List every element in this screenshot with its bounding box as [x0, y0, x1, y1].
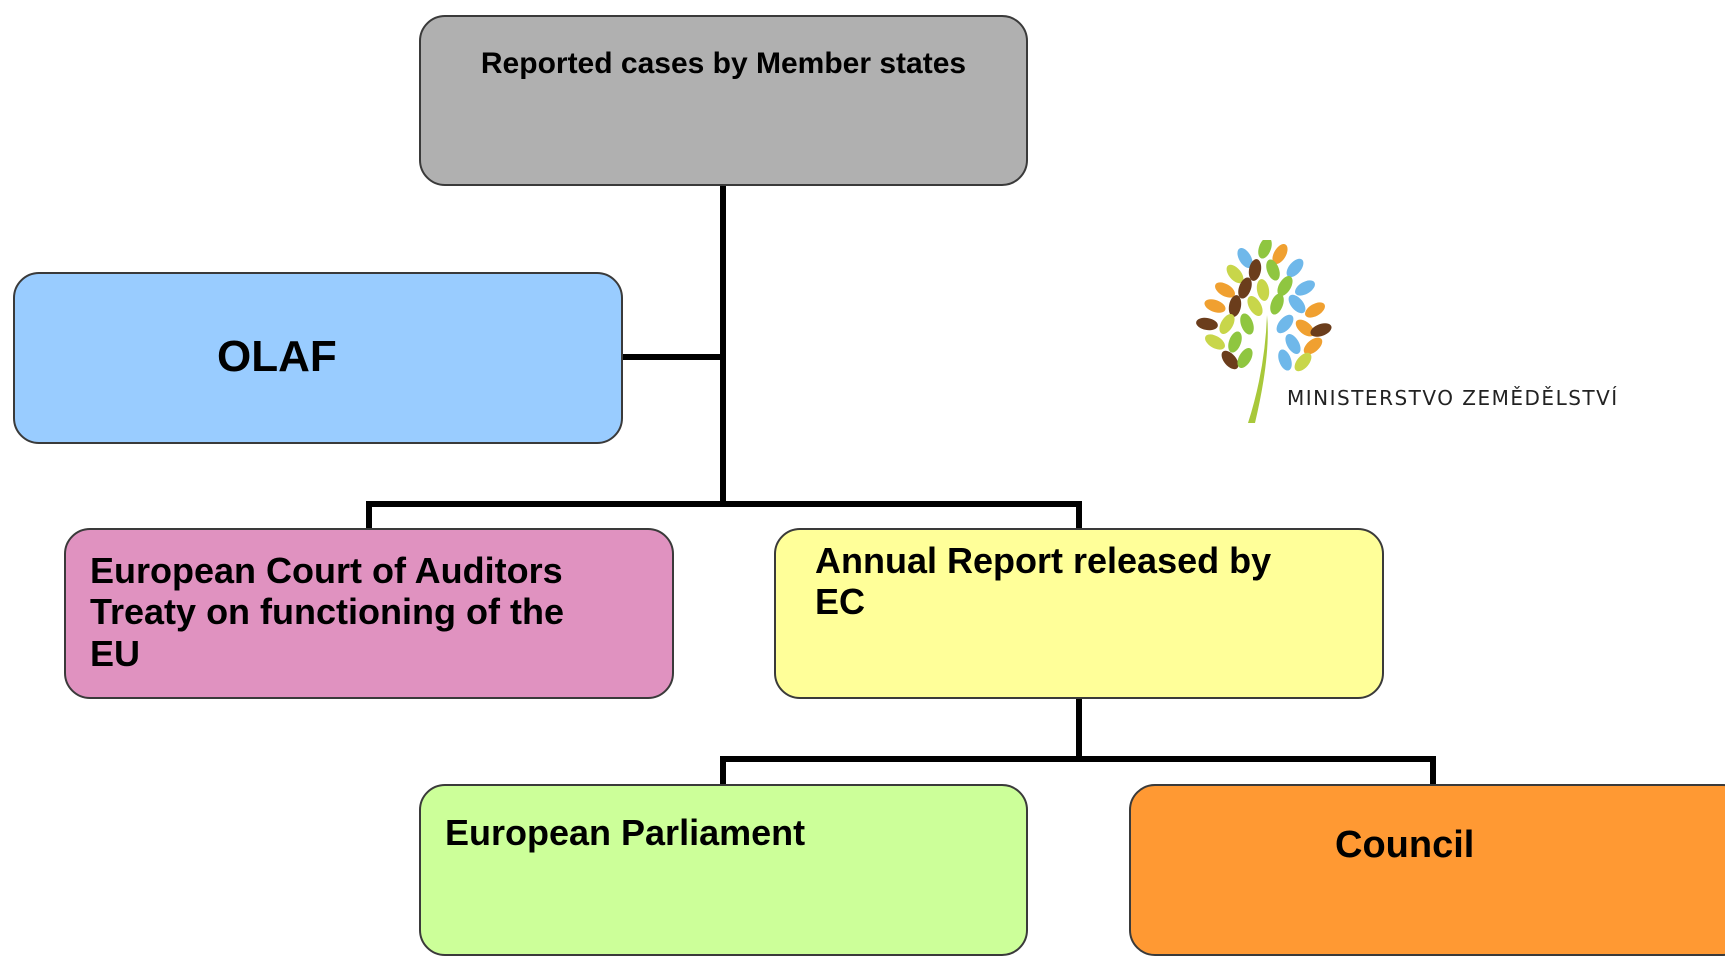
node-reported-cases: Reported cases by Member states: [419, 15, 1028, 186]
logo-leaf: [1237, 248, 1253, 268]
logo-leaf: [1248, 259, 1262, 281]
logo-leaf: [1295, 280, 1315, 296]
logo-leaf: [1238, 277, 1252, 299]
logo-leaf: [1256, 279, 1270, 301]
logo-leaf: [1285, 334, 1301, 354]
node-annual-report: Annual Report released by EC: [774, 528, 1384, 699]
logo-leaf: [1270, 293, 1284, 315]
logo-text: MINISTERSTVO ZEMĚDĚLSTVÍ: [1287, 386, 1619, 410]
ministry-logo-tree-icon: [1196, 240, 1332, 423]
logo-leaf: [1219, 314, 1235, 334]
node-eca-line-2: Treaty on functioning of the: [90, 591, 564, 633]
logo-leaf: [1196, 317, 1218, 331]
logo-leaf: [1288, 294, 1306, 314]
logo-leaf: [1294, 352, 1312, 372]
node-council-label: Council: [1335, 824, 1475, 866]
logo-leaf: [1258, 240, 1272, 259]
logo-leaf: [1240, 313, 1254, 335]
logo-leaf: [1303, 337, 1323, 355]
logo-leaf: [1204, 299, 1226, 313]
logo-leaf: [1277, 276, 1293, 296]
logo-leaf: [1286, 258, 1304, 278]
logo-leaf: [1228, 331, 1242, 353]
node-olaf: OLAF: [13, 272, 623, 444]
logo-leaf: [1228, 295, 1242, 317]
logo-leaf: [1305, 302, 1325, 318]
logo-leaf: [1221, 350, 1239, 370]
node-olaf-label: OLAF: [217, 332, 337, 381]
logo-leaf: [1295, 319, 1315, 337]
logo-leaf: [1226, 264, 1244, 284]
node-european-court-of-auditors: European Court of Auditors Treaty on fun…: [64, 528, 674, 699]
logo-leaf: [1276, 314, 1294, 334]
logo-leaf: [1272, 244, 1288, 264]
logo-leaf: [1205, 334, 1225, 350]
logo-leaf: [1266, 259, 1280, 281]
logo-trunk: [1248, 315, 1268, 423]
node-council: Council: [1129, 784, 1725, 956]
logo-leaf: [1237, 348, 1253, 368]
logo-leaf: [1310, 323, 1332, 337]
node-reported-cases-label: Reported cases by Member states: [480, 47, 967, 80]
node-eca-line-1: European Court of Auditors: [90, 550, 563, 591]
logo-leaf: [1247, 296, 1263, 316]
logo-leaves: [1196, 240, 1332, 372]
node-annual-report-line-2: EC: [815, 581, 866, 623]
node-european-parliament-label: European Parliament: [445, 812, 806, 853]
node-eca-line-3: EU: [90, 632, 141, 674]
node-annual-report-line-1: Annual Report released by: [815, 540, 1272, 581]
logo-leaf: [1278, 349, 1292, 371]
node-european-parliament: European Parliament: [419, 784, 1028, 956]
logo-leaf: [1215, 282, 1235, 298]
